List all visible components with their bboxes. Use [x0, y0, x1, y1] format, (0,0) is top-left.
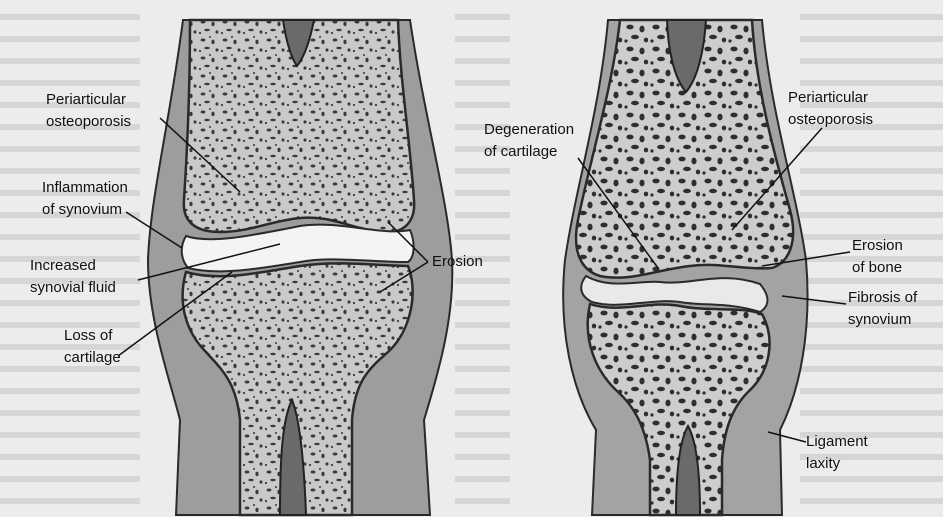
- background-text-line: [800, 212, 943, 218]
- background-text-line: [800, 410, 943, 416]
- right-joint: [563, 20, 807, 515]
- background-text-line: [800, 14, 943, 20]
- background-text-line: [0, 146, 140, 152]
- background-text-line: [800, 190, 943, 196]
- background-text-line: [800, 498, 943, 504]
- background-text-line: [0, 366, 140, 372]
- background-text-line: [800, 58, 943, 64]
- background-text-line: [455, 432, 510, 438]
- background-text-line: [800, 146, 943, 152]
- background-text-line: [800, 80, 943, 86]
- background-text-line: [0, 234, 140, 240]
- background-text-line: [0, 476, 140, 482]
- background-text-line: [0, 36, 140, 42]
- background-text-line: [800, 168, 943, 174]
- background-text-line: [455, 366, 510, 372]
- background-text-line: [455, 80, 510, 86]
- background-text-line: [455, 14, 510, 20]
- background-text-line: [0, 80, 140, 86]
- background-text-line: [455, 168, 510, 174]
- label-left-erosion: Erosion: [432, 253, 483, 270]
- background-text-line: [455, 212, 510, 218]
- background-text-line: [455, 476, 510, 482]
- background-text-line: [0, 58, 140, 64]
- background-text-line: [455, 58, 510, 64]
- background-text-line: [455, 498, 510, 504]
- background-text-line: [800, 278, 943, 284]
- background-text-line: [455, 234, 510, 240]
- background-text-line: [455, 454, 510, 460]
- background-text-line: [0, 498, 140, 504]
- background-text-line: [455, 102, 510, 108]
- background-text-line: [455, 388, 510, 394]
- background-text-line: [455, 322, 510, 328]
- background-text-line: [800, 388, 943, 394]
- background-text-line: [455, 410, 510, 416]
- background-text-line: [455, 300, 510, 306]
- background-text-line: [0, 14, 140, 20]
- background-text-line: [0, 300, 140, 306]
- background-text-line: [800, 36, 943, 42]
- background-text-line: [0, 168, 140, 174]
- background-text-line: [800, 366, 943, 372]
- background-text-line: [800, 344, 943, 350]
- background-text-line: [0, 410, 140, 416]
- background-text-line: [455, 344, 510, 350]
- background-text-line: [455, 36, 510, 42]
- background-text-line: [0, 388, 140, 394]
- left-joint: [148, 20, 452, 515]
- background-text-line: [455, 278, 510, 284]
- background-text-line: [0, 454, 140, 460]
- background-text-line: [800, 476, 943, 482]
- background-text-line: [0, 432, 140, 438]
- background-text-line: [455, 190, 510, 196]
